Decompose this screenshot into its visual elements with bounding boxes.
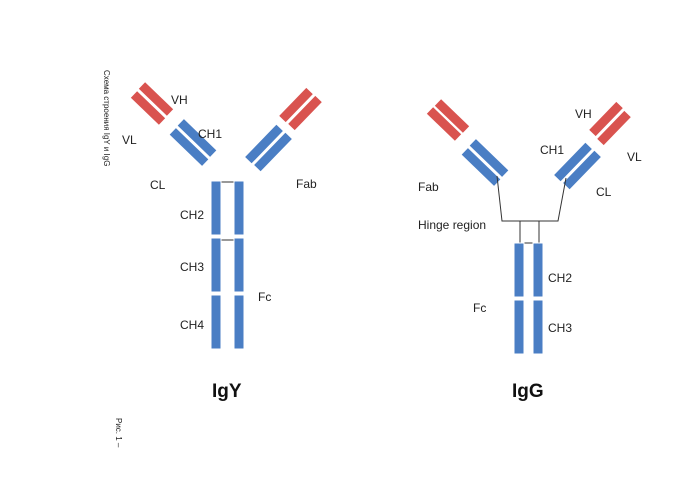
igy-label-fc: Fc bbox=[258, 290, 271, 304]
igg-label-hinge: Hinge region bbox=[418, 218, 486, 232]
igy-label-vh: VH bbox=[171, 93, 188, 107]
igg-ch3-left-segment bbox=[513, 299, 525, 355]
igg-ch3-right-segment bbox=[532, 299, 544, 355]
igg-right-cl-segment bbox=[561, 149, 603, 191]
igg-title: IgG bbox=[512, 381, 544, 402]
igy-right-ch1-segment bbox=[243, 123, 285, 165]
igy-ch3-left-segment bbox=[210, 237, 222, 293]
igy-label-cl: CL bbox=[150, 178, 166, 192]
igg-label-ch1: CH1 bbox=[540, 143, 564, 157]
igg-ch2-left-segment bbox=[513, 242, 525, 298]
igg-label-vh: VH bbox=[575, 107, 592, 121]
igg-right-vl-segment bbox=[595, 109, 633, 147]
igg-left-vh-segment bbox=[433, 97, 471, 135]
igg-left-ch1-segment bbox=[468, 137, 510, 179]
igg-hinge-region bbox=[496, 175, 567, 244]
igg-right-ch1-segment bbox=[552, 141, 594, 183]
igg-left-arm bbox=[425, 97, 510, 188]
igy-right-arm bbox=[243, 86, 324, 173]
igg-right-arm bbox=[552, 100, 633, 191]
igg-ch2-right-segment bbox=[532, 242, 544, 298]
igg-right-vh-segment bbox=[587, 100, 625, 138]
igy-ch2-left-segment bbox=[210, 180, 222, 236]
igy-label-ch4: CH4 bbox=[180, 318, 204, 332]
igy-label-fab: Fab bbox=[296, 177, 317, 191]
igg-label-ch2: CH2 bbox=[548, 271, 572, 285]
igy-left-ch1-segment bbox=[176, 117, 218, 159]
igg-label-cl: CL bbox=[596, 185, 612, 199]
igy-label-ch3: CH3 bbox=[180, 260, 204, 274]
igg-label-ch3: CH3 bbox=[548, 321, 572, 335]
igy-label-vl: VL bbox=[122, 133, 137, 147]
igg-label-vl: VL bbox=[627, 150, 642, 164]
igy-ch3-right-segment bbox=[233, 237, 245, 293]
igg-hinge-connector-left bbox=[496, 175, 567, 222]
igy-left-arm bbox=[129, 80, 218, 168]
igy-ch2-right-segment bbox=[233, 180, 245, 236]
igy-stem bbox=[210, 180, 245, 350]
igy-label-ch1: CH1 bbox=[198, 127, 222, 141]
igy-structure: VH VL CH1 CL Fab CH2 CH3 CH4 Fc IgY bbox=[122, 80, 324, 402]
igy-title: IgY bbox=[212, 381, 242, 402]
igg-stem bbox=[513, 242, 544, 355]
igy-right-cl-segment bbox=[252, 131, 294, 173]
igg-left-vl-segment bbox=[425, 105, 463, 143]
igy-left-vh-segment bbox=[137, 80, 175, 118]
igg-structure: Fab VH VL CH1 CL Hinge region Fc CH2 CH3… bbox=[418, 97, 642, 402]
igy-right-vl-segment bbox=[286, 94, 324, 132]
igy-right-vh-segment bbox=[277, 86, 315, 124]
igy-left-vl-segment bbox=[129, 89, 167, 127]
igg-label-fab: Fab bbox=[418, 180, 439, 194]
igy-label-ch2: CH2 bbox=[180, 208, 204, 222]
igg-label-fc: Fc bbox=[473, 301, 486, 315]
igy-ch4-right-segment bbox=[233, 294, 245, 350]
igy-left-cl-segment bbox=[168, 126, 210, 168]
igy-ch4-left-segment bbox=[210, 294, 222, 350]
